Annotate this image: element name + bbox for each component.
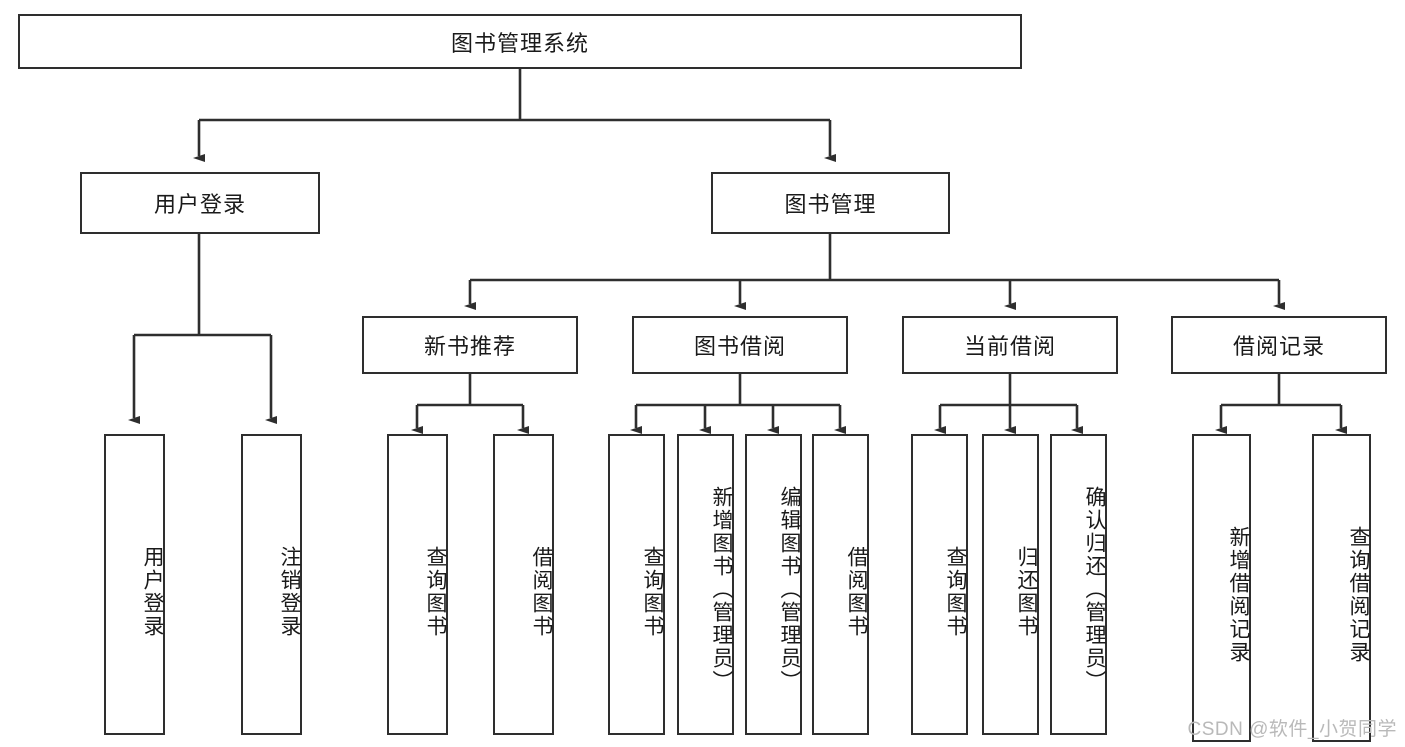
leaf-label: 查询图书 <box>641 545 664 638</box>
node-current-borrow-label: 当前借阅 <box>963 334 1056 359</box>
leaf-label: 注销登录 <box>278 545 301 638</box>
leaf-label: 查询图书 <box>944 545 967 638</box>
leaf-borrow-query-book[interactable]: 查询图书 <box>608 434 665 735</box>
leaf-current-query-book[interactable]: 查询图书 <box>911 434 968 735</box>
leaf-borrow-edit-book[interactable]: 编辑图书（管理员） <box>745 434 802 735</box>
leaf-label: 借阅图书 <box>845 545 868 638</box>
leaf-new-book-borrow[interactable]: 借阅图书 <box>493 434 554 735</box>
leaf-record-query-record[interactable]: 查询借阅记录 <box>1312 434 1371 742</box>
node-user-login-label: 用户登录 <box>153 192 246 217</box>
leaf-label: 确认归还（管理员） <box>1083 486 1106 693</box>
node-root[interactable]: 图书管理系统 <box>18 14 1022 69</box>
node-user-login[interactable]: 用户登录 <box>80 172 320 234</box>
leaf-label: 新增图书（管理员） <box>710 486 733 693</box>
node-root-label: 图书管理系统 <box>450 30 589 56</box>
leaf-borrow-add-book[interactable]: 新增图书（管理员） <box>677 434 734 735</box>
leaf-label: 查询图书 <box>424 545 447 638</box>
leaf-label: 编辑图书（管理员） <box>778 486 801 693</box>
leaf-borrow-borrow-book[interactable]: 借阅图书 <box>812 434 869 735</box>
node-borrow-record[interactable]: 借阅记录 <box>1171 316 1387 374</box>
leaf-record-add-record[interactable]: 新增借阅记录 <box>1192 434 1251 742</box>
node-book-management-label: 图书管理 <box>784 192 877 217</box>
leaf-user-login-logout[interactable]: 注销登录 <box>241 434 302 735</box>
leaf-current-return-book[interactable]: 归还图书 <box>982 434 1039 735</box>
node-book-borrow[interactable]: 图书借阅 <box>632 316 848 374</box>
leaf-user-login-login[interactable]: 用户登录 <box>104 434 165 735</box>
node-new-book-recommend-label: 新书推荐 <box>423 334 516 359</box>
leaf-label: 查询借阅记录 <box>1347 526 1370 664</box>
node-current-borrow[interactable]: 当前借阅 <box>902 316 1118 374</box>
leaf-label: 新增借阅记录 <box>1227 526 1250 664</box>
node-borrow-record-label: 借阅记录 <box>1232 334 1325 359</box>
leaf-label: 借阅图书 <box>530 545 553 638</box>
node-new-book-recommend[interactable]: 新书推荐 <box>362 316 578 374</box>
node-book-borrow-label: 图书借阅 <box>693 334 786 359</box>
node-book-management[interactable]: 图书管理 <box>711 172 950 234</box>
leaf-label: 归还图书 <box>1015 545 1038 638</box>
csdn-watermark: CSDN @软件_小贺同学 <box>1187 719 1397 740</box>
leaf-current-confirm-return[interactable]: 确认归还（管理员） <box>1050 434 1107 735</box>
leaf-label: 用户登录 <box>141 545 164 638</box>
leaf-new-book-query[interactable]: 查询图书 <box>387 434 448 735</box>
